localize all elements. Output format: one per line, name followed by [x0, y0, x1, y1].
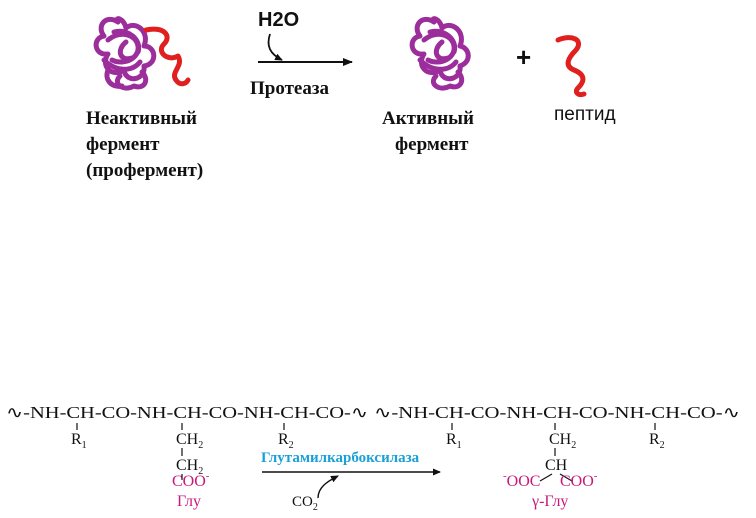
glu-label: Глу — [177, 493, 201, 510]
protease-label: Протеаза — [250, 78, 329, 99]
left-peptide-chain: ∿-NH-CH-CO-NH-CH-CO-NH-CH-CO-∿ — [6, 403, 368, 422]
right-branch-left — [539, 473, 553, 482]
right-peptide-chain: ∿-NH-CH-CO-NH-CH-CO-NH-CH-CO-∿ — [374, 403, 740, 422]
right-ch2: CH2 — [549, 431, 576, 451]
peptide-icon — [555, 35, 587, 97]
left-ch2-upper: CH2 — [176, 431, 203, 451]
active-enzyme-icon — [409, 16, 471, 91]
water-label: H2O — [258, 9, 299, 31]
co2-label: CO2 — [292, 494, 318, 513]
inactive-caption-line3: (профермент) — [86, 160, 203, 181]
inactive-enzyme-caption: Неактивный фермент (профермент) — [86, 108, 203, 181]
co2-input-arrow — [317, 475, 339, 499]
left-r2: R2 — [278, 431, 294, 451]
gamma-glu-label: γ-Глу — [531, 493, 568, 510]
active-enzyme-caption: Активный фермент — [382, 108, 474, 155]
right-ooc: -OOC — [503, 470, 540, 490]
right-coo: COO- — [560, 470, 598, 490]
water-input-arrow — [267, 33, 283, 61]
left-ch2-lower: CH2 — [176, 457, 203, 477]
plus-sign: + — [516, 42, 531, 72]
left-r1: R1 — [71, 431, 87, 451]
right-r2: R2 — [649, 431, 665, 451]
peptide-label: пептид — [554, 104, 616, 125]
left-coo: COO- — [172, 470, 210, 490]
inactive-caption-line1: Неактивный — [86, 108, 197, 129]
active-caption-line2: фермент — [395, 134, 469, 155]
inactive-caption-line2: фермент — [86, 134, 160, 155]
right-branch-right — [559, 473, 573, 482]
right-r1: R1 — [446, 431, 462, 451]
inactive-enzyme-icon — [93, 16, 191, 91]
carboxylase-label: Глутамилкарбоксилаза — [261, 450, 420, 466]
right-ch: CH — [545, 457, 568, 474]
active-caption-line1: Активный — [382, 108, 474, 129]
